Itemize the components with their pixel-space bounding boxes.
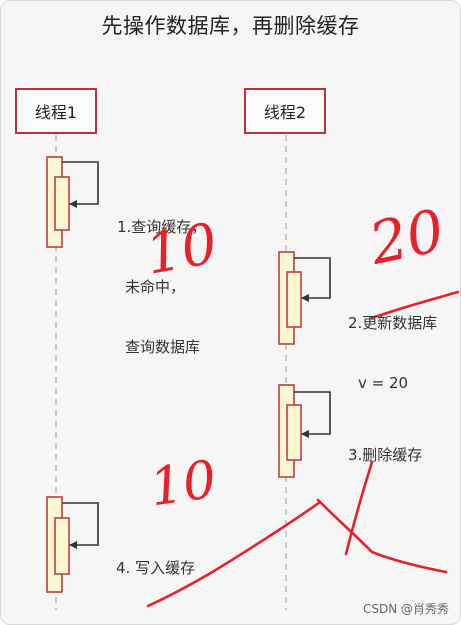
lifeline-header-label: 线程2 <box>263 103 307 122</box>
step-note-line: 1.查询缓存， <box>117 218 207 236</box>
self-call-arrow-3 <box>294 391 331 438</box>
slash-across-lifeline-2 <box>344 460 374 556</box>
self-call-arrow-1 <box>62 161 99 208</box>
diagram-title: 先操作数据库，再删除缓存 <box>101 14 360 38</box>
activation-inner-2 <box>286 271 302 328</box>
step-note-line: 4. 写入缓存 <box>116 559 196 577</box>
handwritten-value-20: 20 <box>363 196 451 278</box>
step-note-line: v = 20 <box>358 374 409 392</box>
self-call-arrow-4 <box>62 502 99 549</box>
step-note-line: 查询数据库 <box>125 338 201 356</box>
step-note-4: 4. 写入缓存 <box>116 518 195 618</box>
step-note-3: 3.删除缓存 <box>348 405 422 505</box>
handwritten-value-10-bottom: 10 <box>146 449 221 519</box>
strike-through-line-top <box>370 290 460 320</box>
long-slash-bottom <box>146 500 322 608</box>
activation-inner-1 <box>54 176 70 231</box>
csdn-watermark: CSDN @肖秀秀 <box>362 602 449 616</box>
step-note-2: 2.更新数据库 v = 20 <box>348 273 437 433</box>
step-note-line: 3.删除缓存 <box>348 446 423 464</box>
lifeline-header-thread-2: 线程2 <box>244 88 326 134</box>
step-note-line: 2.更新数据库 <box>348 314 438 332</box>
activation-inner-3 <box>286 404 302 461</box>
red-annotation-strokes <box>146 290 460 608</box>
step-note-1: 1.查询缓存， 未命中， 查询数据库 <box>117 177 206 397</box>
step-note-line: 未命中， <box>125 278 186 296</box>
lifeline-header-label: 线程1 <box>34 103 78 122</box>
self-call-arrow-2 <box>294 257 331 302</box>
lifeline-header-thread-1: 线程1 <box>15 88 97 134</box>
activation-inner-4 <box>54 517 70 575</box>
cross-mark-loop <box>316 498 448 574</box>
handwritten-value-10-top: 10 <box>140 211 223 288</box>
